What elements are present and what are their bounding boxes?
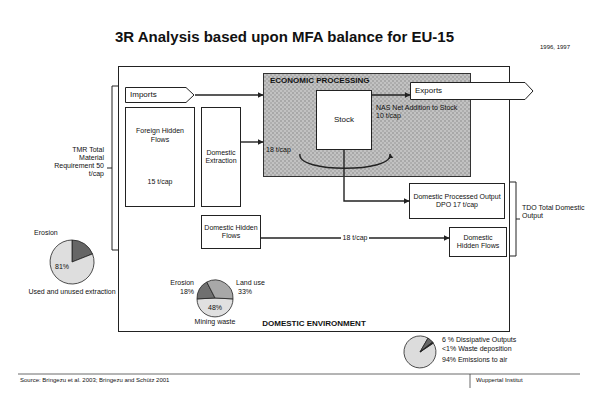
pie-slice bbox=[197, 298, 233, 317]
node-text: Stock bbox=[334, 115, 354, 124]
note-label: 18 t/cap bbox=[266, 146, 296, 154]
pie-slice bbox=[420, 338, 433, 352]
note-label: 33% bbox=[238, 288, 268, 296]
node-text: Domestic Extraction bbox=[204, 149, 238, 165]
node-text: Domestic Hidden Flows bbox=[452, 234, 504, 250]
flow-box: Foreign Hidden Flows 15 t/cap bbox=[125, 107, 195, 207]
stock-box: Stock bbox=[316, 90, 372, 150]
note-label: 6 % Dissipative Outputs bbox=[442, 336, 534, 344]
flow-connector bbox=[344, 150, 409, 201]
pie-slice bbox=[420, 342, 433, 352]
tmr-bracket bbox=[107, 86, 118, 250]
note-label: Erosion bbox=[34, 229, 70, 237]
region-heading: DOMESTIC ENVIRONMENT bbox=[119, 319, 509, 328]
note-label: 81% bbox=[54, 263, 70, 271]
flow-arrow: Exports bbox=[410, 82, 534, 100]
flow-box: Domestic Extraction bbox=[201, 107, 241, 207]
note-label: Mining waste bbox=[188, 318, 242, 326]
note-label: Source: Bringezu et al. 2003; Bringezu a… bbox=[20, 377, 460, 384]
diagram-title: 3R Analysis based upon MFA balance for E… bbox=[115, 28, 454, 45]
note-label: Land use bbox=[236, 279, 276, 287]
flow-box: Domestic Hidden Flows bbox=[201, 215, 261, 249]
note-label: TDO Total Domestic Output bbox=[522, 204, 588, 220]
node-text: Imports bbox=[130, 90, 157, 99]
node-text: Domestic Processed Output DPO 17 t/cap bbox=[412, 193, 502, 209]
pie-slice bbox=[50, 240, 94, 284]
pie-slice bbox=[404, 336, 436, 368]
pie-chart bbox=[197, 280, 233, 317]
note-label: 48% bbox=[207, 304, 223, 312]
note-label: Wuppertal Institut bbox=[476, 377, 566, 384]
output-box: Domestic Processed Output DPO 17 t/cap bbox=[409, 183, 505, 219]
note-label: 18% bbox=[158, 288, 194, 296]
flow-connector bbox=[372, 94, 410, 95]
footer-rule bbox=[18, 374, 580, 388]
node-text: 15 t/cap bbox=[148, 178, 173, 186]
note-label: 1996, 1997 bbox=[540, 44, 594, 51]
arrow-outline bbox=[126, 88, 195, 103]
tdo-bracket bbox=[510, 182, 520, 256]
note-label: Erosion bbox=[158, 279, 194, 287]
arrow-outline bbox=[411, 83, 534, 100]
pie-chart bbox=[50, 240, 94, 284]
node-text: Domestic Hidden Flows bbox=[204, 224, 258, 240]
note-label: <1% Waste deposition bbox=[442, 345, 534, 353]
output-box: Domestic Hidden Flows bbox=[449, 227, 507, 257]
node-text: Exports bbox=[415, 86, 442, 95]
pie-slice bbox=[207, 280, 233, 299]
note-label: TMR Total Material Requirement 50 t/cap bbox=[50, 146, 104, 178]
pie-chart bbox=[404, 336, 436, 368]
flow-connector bbox=[241, 141, 263, 142]
node-text: Foreign Hidden Flows bbox=[128, 127, 192, 143]
note-label: NAS Net Addition to Stock 10 t/cap bbox=[376, 104, 466, 120]
flow-label: 18 t/cap bbox=[341, 234, 370, 242]
flow-arrow: Imports bbox=[125, 87, 195, 103]
recycling-loop bbox=[300, 154, 390, 168]
fill-group bbox=[263, 73, 471, 177]
flow-connector bbox=[195, 94, 263, 95]
note-label: 94% Emissions to air bbox=[442, 356, 534, 364]
note-label: Used and unused extraction bbox=[28, 288, 116, 296]
process-fill bbox=[263, 73, 471, 177]
region-heading: ECONOMIC PROCESSING bbox=[270, 76, 370, 85]
